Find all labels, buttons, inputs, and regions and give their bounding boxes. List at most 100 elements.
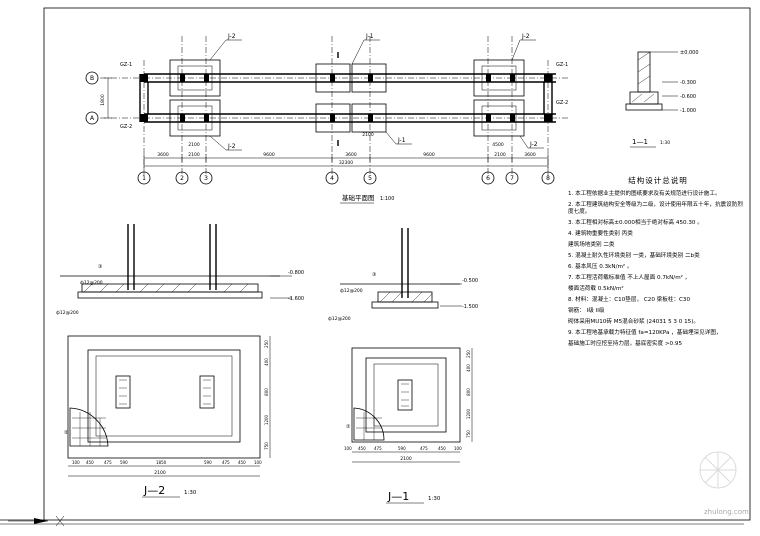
plan-title: 基础平面图 bbox=[342, 193, 375, 202]
j2-dim-total: 2100 bbox=[154, 470, 166, 476]
zhulong-logo-icon bbox=[699, 451, 737, 489]
plan-scale: 1:100 bbox=[380, 196, 394, 202]
elev-000: ±0.000 bbox=[680, 50, 699, 56]
grid-number-4: 4 bbox=[330, 175, 334, 182]
grid-letter-b: B bbox=[90, 75, 94, 82]
plan-label-j2-bottom-left: J-2 bbox=[227, 143, 236, 150]
dim-seg-2: 2100 bbox=[188, 152, 200, 158]
detail-j1-elevation bbox=[340, 228, 462, 309]
j2-dim-0: 100 bbox=[72, 460, 80, 465]
detail-j2-elevation bbox=[60, 224, 292, 299]
grid-number-5: 5 bbox=[368, 175, 372, 182]
grid-number-1: 1 bbox=[142, 175, 146, 182]
dim-total: 32300 bbox=[339, 160, 353, 166]
j2-rebar-1: ф12@200 bbox=[80, 280, 103, 286]
note-item-8: 7. 本工程活荷载标准值 不上人屋面 0.7kN/m² ， bbox=[568, 275, 691, 282]
j2-dim-6: 475 bbox=[222, 460, 230, 465]
j1-note-b: ③ bbox=[372, 272, 376, 278]
j1-dim-1: 450 bbox=[358, 446, 366, 451]
j1-dim-right-2: 400 bbox=[466, 364, 471, 372]
grid-number-2: 2 bbox=[180, 175, 184, 182]
j2-dim-3: 590 bbox=[120, 460, 128, 465]
j1-rebar-2: ф12@200 bbox=[328, 316, 351, 322]
dim-mid-left: 2100 bbox=[188, 142, 200, 148]
plan-label-j2-bottom-right: J-2 bbox=[529, 141, 538, 148]
j1-elev-2: -1.500 bbox=[462, 304, 478, 310]
gz-label-left-top: GZ-1 bbox=[120, 62, 132, 68]
j2-note-b: ③ bbox=[98, 264, 102, 270]
grid-number-8: 8 bbox=[546, 175, 550, 182]
j2-scale: 1:30 bbox=[184, 490, 197, 496]
note-item-10: 8. 材料：混凝土：C10垫层， C20 梁板柱：C30 bbox=[568, 297, 691, 304]
note-item-9: 楼面活荷载 0.5kN/m² bbox=[568, 286, 624, 293]
watermark-text: zhulong.com bbox=[704, 508, 749, 516]
note-item-2: 2. 本工程建筑结构安全等级为二级，设计使用年限五十年，抗震设防烈度七度。 bbox=[568, 202, 743, 216]
plan-label-j2-top-right: J-2 bbox=[521, 33, 530, 40]
note-item-4: 4. 建筑物重要性类别 丙类 bbox=[568, 231, 633, 238]
j1-label: J—1 bbox=[387, 490, 409, 503]
gz-label-right-bottom: GZ-2 bbox=[556, 100, 568, 106]
dim-mid-right: 4500 bbox=[492, 142, 504, 148]
j1-note-a: ② bbox=[346, 424, 351, 430]
plan-label-j1-top: J-1 bbox=[365, 33, 374, 40]
detail-j1-plan bbox=[351, 347, 473, 463]
design-notes: 结构设计总说明 1. 本工程依据业主提供的图纸要求及有关规范进行设计施工。 2.… bbox=[568, 176, 748, 352]
drawing-frame bbox=[43, 7, 751, 521]
note-item-1: 1. 本工程依据业主提供的图纸要求及有关规范进行设计施工。 bbox=[568, 191, 721, 198]
plan-label-j2-top-left: J-2 bbox=[227, 33, 236, 40]
j1-dim-0: 100 bbox=[344, 446, 352, 451]
elev-0600: -0.600 bbox=[680, 94, 696, 100]
j1-rebar-1: ф12@200 bbox=[340, 288, 363, 294]
note-item-6: 5. 混凝土耐久性环境类别 一类，基础环境类别 二b类 bbox=[568, 253, 700, 260]
j1-dim-right-4: 1200 bbox=[466, 408, 471, 419]
dim-seg-5: 9600 bbox=[423, 152, 435, 158]
plan-label-j1-bottom: J-1 bbox=[397, 137, 406, 144]
foundation-plan bbox=[85, 36, 570, 185]
j2-dim-right-3: 800 bbox=[264, 388, 269, 396]
j1-dim-right-1: 250 bbox=[466, 350, 471, 358]
note-item-14: 基础施工时应挖至持力层，基底密实度 >0.95 bbox=[568, 341, 683, 348]
dim-left-vertical: 1800 bbox=[100, 94, 106, 106]
j2-dim-right-1: 250 bbox=[264, 340, 269, 348]
j2-elev-2: -1.600 bbox=[288, 296, 304, 302]
ucs-icon bbox=[8, 515, 65, 527]
j1-dim-2: 475 bbox=[374, 446, 382, 451]
section-1-1 bbox=[625, 51, 678, 111]
dim-seg-4: 3600 bbox=[345, 152, 357, 158]
j1-dim-right-3: 800 bbox=[466, 388, 471, 396]
gz-label-right-top: GZ-1 bbox=[556, 62, 568, 68]
j2-dim-right-5: 750 bbox=[264, 442, 269, 450]
j2-dim-right-4: 1200 bbox=[264, 414, 269, 425]
section-label: 1—1 bbox=[632, 138, 648, 146]
j2-dim-1: 450 bbox=[86, 460, 94, 465]
gz-label-left-bottom: GZ-2 bbox=[120, 124, 132, 130]
j1-dim-6: 100 bbox=[454, 446, 462, 451]
j2-elev-1: -0.800 bbox=[288, 270, 304, 276]
j2-dim-4: 1850 bbox=[156, 460, 167, 465]
note-item-11: 钢筋： I级 II级 bbox=[568, 308, 605, 315]
elev-0300: -0.300 bbox=[680, 80, 696, 86]
dim-seg-6: 2100 bbox=[494, 152, 506, 158]
j2-note-a: ② bbox=[64, 430, 69, 436]
note-item-12: 砌体采用MU10砖 M5混合砂浆 (24031 5 3 0 15)。 bbox=[568, 319, 699, 326]
j1-dim-5: 450 bbox=[438, 446, 446, 451]
dim-seg-1: 3600 bbox=[157, 152, 169, 158]
j1-scale: 1:30 bbox=[428, 496, 441, 502]
j1-dim-4: 475 bbox=[420, 446, 428, 451]
dim-mid-center: 2100 bbox=[362, 132, 374, 138]
j2-dim-8: 100 bbox=[254, 460, 262, 465]
notes-title: 结构设计总说明 bbox=[628, 176, 688, 185]
note-item-13: 9. 本工程地基承载力特征值 fa=120KPa ，基础埋深见详图， bbox=[568, 330, 722, 337]
dim-seg-3: 9600 bbox=[263, 152, 275, 158]
section-scale: 1:30 bbox=[660, 140, 670, 146]
j2-label: J—2 bbox=[143, 484, 165, 497]
grid-number-3: 3 bbox=[204, 175, 208, 182]
j1-dim-right-5: 750 bbox=[466, 430, 471, 438]
j1-elev-1: -0.500 bbox=[462, 278, 478, 284]
detail-j2-plan bbox=[67, 335, 271, 477]
j1-dim-3: 590 bbox=[398, 446, 406, 451]
j2-dim-5: 590 bbox=[204, 460, 212, 465]
elev-1000: -1.000 bbox=[680, 108, 696, 114]
dim-seg-7: 3600 bbox=[524, 152, 536, 158]
